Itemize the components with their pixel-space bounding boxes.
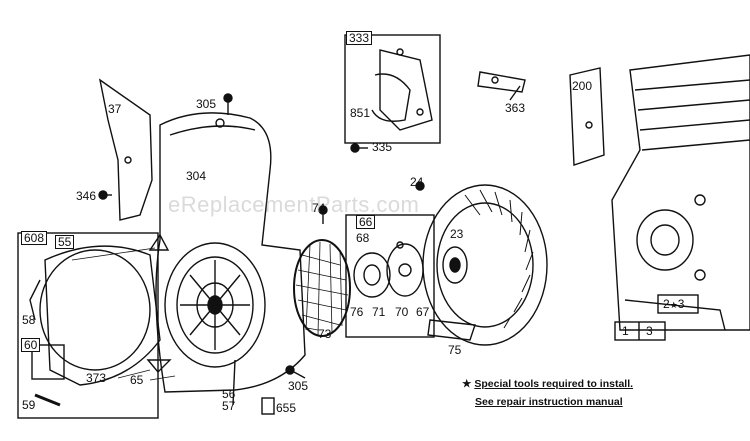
blower-housing-304 xyxy=(155,112,306,393)
callout-68: 68 xyxy=(356,231,370,245)
callout-56: 56 xyxy=(222,387,236,401)
special-tools-note-line1: ★ Special tools required to install. xyxy=(462,378,634,390)
callout-304: 304 xyxy=(186,169,207,183)
callout-335: 335 xyxy=(372,140,393,154)
starter-pulley xyxy=(164,242,266,368)
callout-305-upper: 305 xyxy=(196,97,217,111)
callout-74: 74 xyxy=(312,201,326,215)
frame-333 xyxy=(344,34,441,144)
callout-58: 58 xyxy=(22,313,36,327)
callout-59: 59 xyxy=(22,398,36,412)
callout-305-lower: 305 xyxy=(288,379,309,393)
starter-frame-608 xyxy=(17,232,159,419)
callout-363: 363 xyxy=(505,101,526,115)
callout-2-star-3: 2★3 xyxy=(663,297,685,311)
special-tools-note-line2: See repair instruction manual xyxy=(475,396,623,408)
callout-67: 67 xyxy=(416,305,430,319)
callout-373: 373 xyxy=(86,371,107,385)
watermark-text: eReplacementParts.com xyxy=(168,192,420,217)
callout-76: 76 xyxy=(350,305,364,319)
callout-73: 73 xyxy=(318,327,332,341)
callout-1: 1 xyxy=(622,324,629,338)
callout-24: 24 xyxy=(410,175,424,189)
callout-608: 608 xyxy=(21,231,48,245)
callout-66: 66 xyxy=(356,215,376,229)
callout-37: 37 xyxy=(108,102,122,116)
callout-75: 75 xyxy=(448,343,462,357)
callout-851: 851 xyxy=(350,106,371,120)
callout-60: 60 xyxy=(21,338,41,352)
callout-655: 655 xyxy=(276,401,297,415)
gasket-200 xyxy=(569,67,605,166)
callout-70: 70 xyxy=(395,305,409,319)
callout-55: 55 xyxy=(55,235,75,249)
engine-block xyxy=(611,54,750,331)
callout-65: 65 xyxy=(130,373,144,387)
callout-23: 23 xyxy=(450,227,464,241)
callout-3: 3 xyxy=(646,324,653,338)
bracket-363 xyxy=(477,71,526,93)
clutch-frame-66 xyxy=(345,214,435,338)
callout-200: 200 xyxy=(572,79,593,93)
baffle-plate-37 xyxy=(98,78,153,221)
callout-346: 346 xyxy=(76,189,97,203)
callout-333: 333 xyxy=(346,31,373,45)
rotating-screen-73 xyxy=(293,239,351,337)
callout-71: 71 xyxy=(372,305,386,319)
callout-57: 57 xyxy=(222,399,236,413)
